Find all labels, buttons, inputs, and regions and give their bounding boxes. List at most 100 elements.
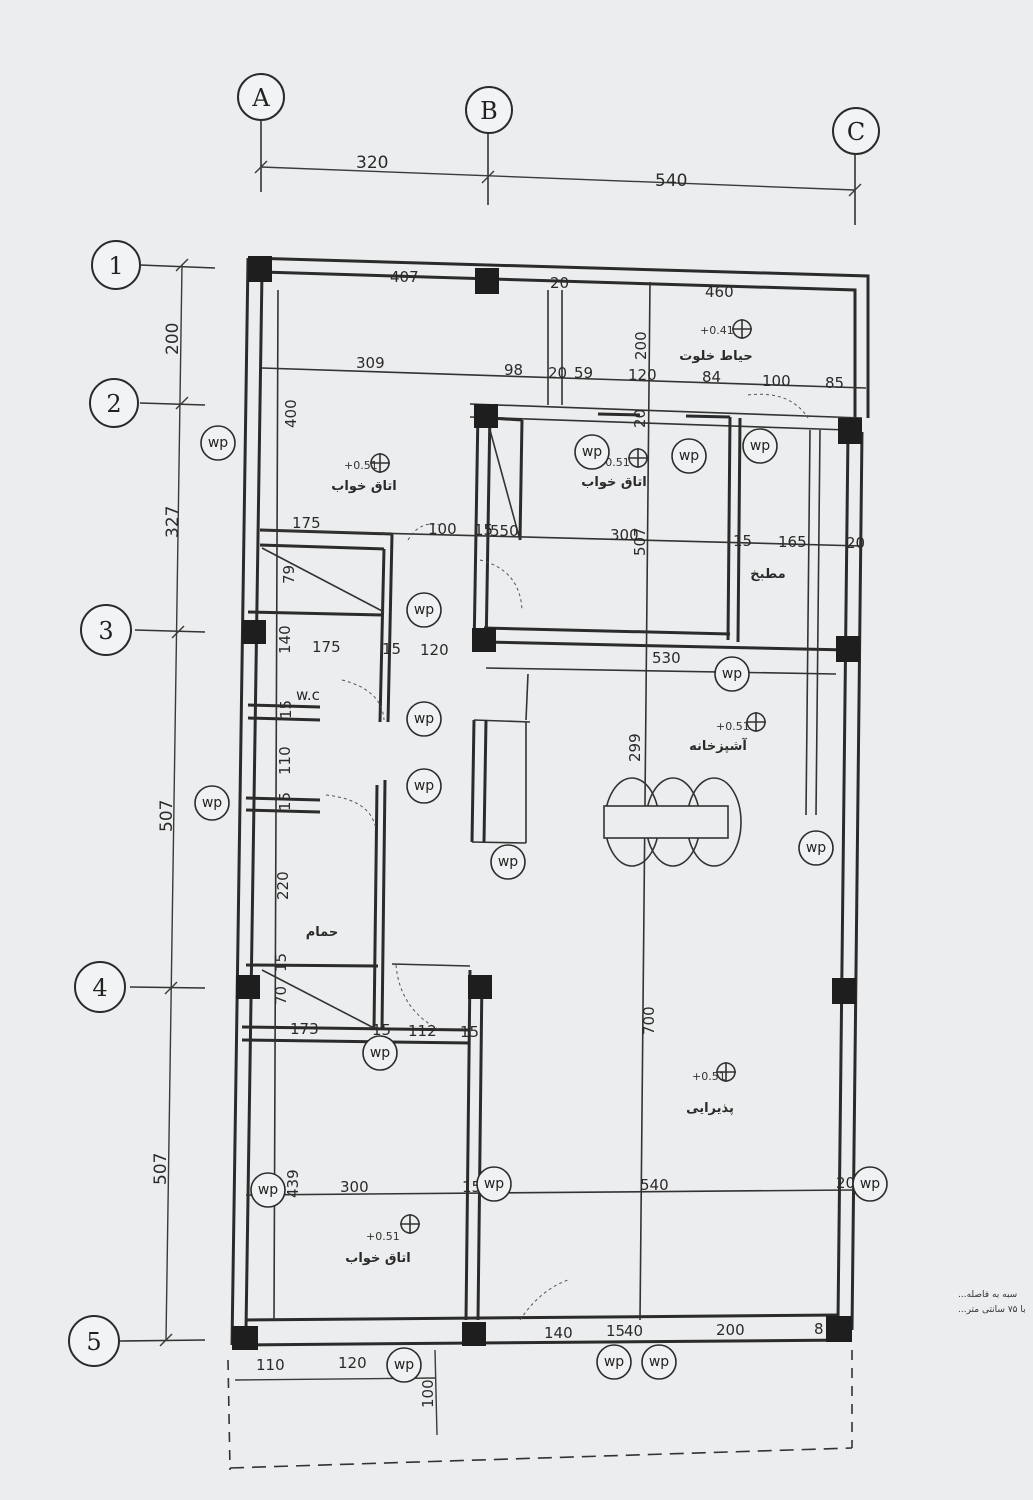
dim-460: 460 <box>705 283 734 301</box>
dining-table <box>603 777 742 867</box>
dim-100-a: 100 <box>762 372 791 390</box>
axis-label-a: A <box>251 84 270 112</box>
label-kitchen-closed: مطبخ <box>750 567 785 582</box>
level-bed3: +0.51 <box>366 1230 400 1243</box>
dim-15-d: 15 <box>277 700 295 719</box>
axis-bubble-3: 3 <box>80 604 132 656</box>
dim-175-b: 175 <box>312 638 341 656</box>
dim-700: 700 <box>640 1006 658 1035</box>
side-note: ...سبه به فاصله ...با ۷۵ سانتی متر <box>958 1290 1026 1315</box>
dim-8: 8 <box>814 1320 824 1338</box>
wp-label: wp <box>208 435 228 451</box>
room-bath: حمام <box>306 925 339 940</box>
label-wc: w.c <box>296 686 320 704</box>
dim-15-b: 15 <box>733 532 752 550</box>
wp-label: wp <box>414 778 434 794</box>
level-kitchen: +0.51 <box>716 720 750 733</box>
dim-200-vert: 200 <box>632 331 650 360</box>
axis-bubble-c: C <box>832 107 880 155</box>
wp-label: wp <box>370 1045 390 1061</box>
dim-20-b: 20 <box>548 364 567 382</box>
dim-15-j: 15 <box>606 1322 625 1340</box>
axis-bubble-5: 5 <box>68 1315 120 1367</box>
wp-marker: wp <box>406 701 442 737</box>
dim-200-left: 200 <box>163 323 183 355</box>
dim-530: 530 <box>652 649 681 667</box>
dim-20-d: 20 <box>836 1174 855 1192</box>
dim-15-e: 15 <box>276 792 294 811</box>
axis-bubble-b: B <box>465 86 513 134</box>
axis-label-c: C <box>847 118 865 146</box>
dim-112: 112 <box>408 1022 437 1040</box>
dim-120-b: 120 <box>420 641 449 659</box>
dim-110: 110 <box>256 1356 285 1374</box>
label-patio: حیاط خلوت <box>679 349 752 364</box>
dim-309: 309 <box>356 354 385 372</box>
axis-label-b: B <box>480 97 498 125</box>
label-living: پذیرایی <box>686 1101 734 1116</box>
label-kitchen: آشپزخانه <box>689 737 747 754</box>
wp-label: wp <box>414 602 434 618</box>
dim-85: 85 <box>825 374 844 392</box>
dim-507-upper: 507 <box>157 800 177 832</box>
axis-label-2: 2 <box>106 390 121 418</box>
room-bedroom-1: +0.51 اتاق خواب <box>331 453 397 494</box>
site-boundary <box>227 1349 853 1471</box>
wp-marker: wp <box>742 428 778 464</box>
dim-15-a: 15 <box>474 521 493 539</box>
level-patio: +0.41 <box>700 324 734 337</box>
dim-540: 540 <box>655 171 687 191</box>
wp-label: wp <box>394 1357 414 1373</box>
wp-marker: wp <box>852 1166 888 1202</box>
dim-175-a: 175 <box>292 514 321 532</box>
label-bed3: اتاق خواب <box>345 1251 410 1266</box>
axis-label-4: 4 <box>92 974 107 1002</box>
dim-15-f: 15 <box>272 953 290 972</box>
room-kitchen: +0.51 آشپزخانه <box>689 712 766 754</box>
wp-label: wp <box>649 1354 669 1370</box>
room-living: +0.51 پذیرایی <box>686 1062 736 1116</box>
wp-marker: wp <box>641 1344 677 1380</box>
wp-marker: wp <box>200 425 236 461</box>
wp-label: wp <box>582 444 602 460</box>
axis-bubble-2: 2 <box>89 378 139 428</box>
room-bedroom-3: +0.51 اتاق خواب <box>345 1214 420 1266</box>
dim-507-lower: 507 <box>151 1153 171 1185</box>
dim-15-g: 15 <box>372 1021 391 1039</box>
wp-marker: wp <box>596 1344 632 1380</box>
wp-label: wp <box>679 448 699 464</box>
dim-20-c: 20 <box>846 534 865 552</box>
wp-marker: wp <box>574 434 610 470</box>
wp-marker: wp <box>476 1166 512 1202</box>
dim-15-c: 15 <box>382 640 401 658</box>
wp-marker: wp <box>798 830 834 866</box>
stair-hatching <box>261 429 521 1029</box>
wp-marker: wp <box>406 592 442 628</box>
dim-439: 439 <box>284 1169 302 1198</box>
dim-400: 400 <box>282 399 300 428</box>
interior-dimensions: 407 20 460 309 98 20 59 120 84 100 85 40… <box>256 268 865 1408</box>
wp-marker: wp <box>194 785 230 821</box>
outer-walls <box>230 256 870 1347</box>
wp-markers: wp wp wp wp wp wp wp wp wp wp wp wp wp w… <box>194 425 888 1383</box>
side-note-line-2: ...با ۷۵ سانتی متر <box>958 1305 1026 1315</box>
dim-220: 220 <box>274 871 292 900</box>
dim-15-h: 15 <box>460 1023 479 1041</box>
wp-marker: wp <box>490 844 526 880</box>
side-note-line-1: ...سبه به فاصله <box>958 1290 1017 1300</box>
dim-79: 79 <box>280 565 298 584</box>
dim-407: 407 <box>390 268 419 286</box>
level-bed1: +0.51 <box>344 459 378 472</box>
dim-20-vert: 20 <box>631 409 649 428</box>
dim-140: 140 <box>544 1324 573 1342</box>
axis-label-5: 5 <box>86 1328 101 1356</box>
axis-label-3: 3 <box>98 617 113 645</box>
left-dimension: 200 327 507 507 <box>151 258 189 1347</box>
dim-20-a: 20 <box>550 274 569 292</box>
wp-marker: wp <box>714 656 750 692</box>
dim-70: 70 <box>272 986 290 1005</box>
axis-label-1: 1 <box>108 252 123 280</box>
dim-540-b: 540 <box>640 1176 669 1194</box>
dim-110-v: 110 <box>276 746 294 775</box>
dim-59: 59 <box>574 364 593 382</box>
